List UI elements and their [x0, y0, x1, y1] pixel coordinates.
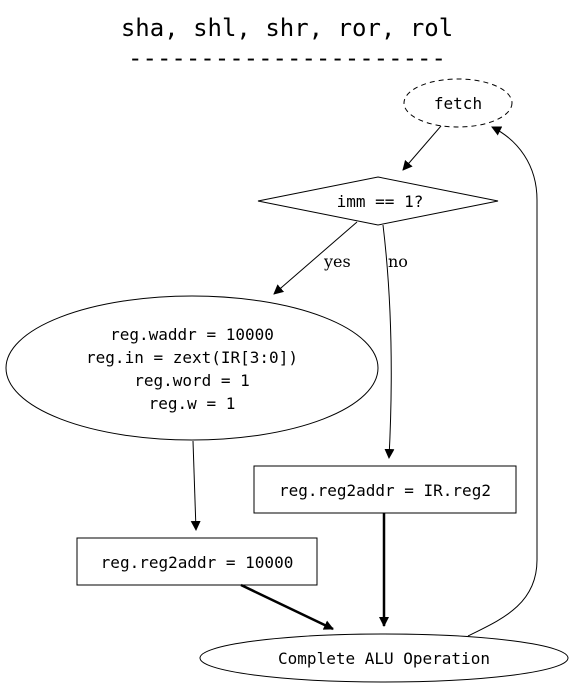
yes-label: yes — [323, 252, 351, 271]
edge-yes-assign-to-reg2addr — [190, 440, 201, 531]
edge-fetch-to-decision — [402, 125, 442, 171]
yes-assign-line-2: reg.in = zext(IR[3:0]) — [86, 348, 298, 367]
complete-label: Complete ALU Operation — [278, 649, 490, 668]
decision-node: imm == 1? — [257, 176, 499, 226]
no-assign-node: reg.reg2addr = IR.reg2 — [253, 465, 517, 514]
decision-label: imm == 1? — [337, 192, 424, 211]
edge-decision-yes — [273, 221, 358, 295]
edge-decision-no — [382, 224, 395, 459]
diagram-title: sha, shl, shr, ror, rol — [121, 14, 453, 42]
yes-reg2addr-node: reg.reg2addr = 10000 — [76, 537, 318, 586]
no-label: no — [388, 252, 408, 271]
yes-assign-line-3: reg.word = 1 — [134, 371, 250, 390]
complete-node: Complete ALU Operation — [199, 633, 569, 683]
fetch-node: fetch — [403, 78, 513, 128]
edge-complete-to-fetch — [467, 126, 538, 637]
fetch-label: fetch — [434, 94, 482, 113]
yes-assign-line-4: reg.w = 1 — [149, 394, 236, 413]
title-underline: ---------------------- — [128, 44, 446, 72]
edge-yes-reg2addr-to-complete — [240, 583, 334, 631]
yes-assign-line-1: reg.waddr = 10000 — [110, 325, 274, 344]
yes-reg2addr-label: reg.reg2addr = 10000 — [101, 553, 294, 572]
no-assign-label: reg.reg2addr = IR.reg2 — [279, 481, 491, 500]
yes-assign-node: reg.waddr = 10000 reg.in = zext(IR[3:0])… — [5, 295, 379, 441]
